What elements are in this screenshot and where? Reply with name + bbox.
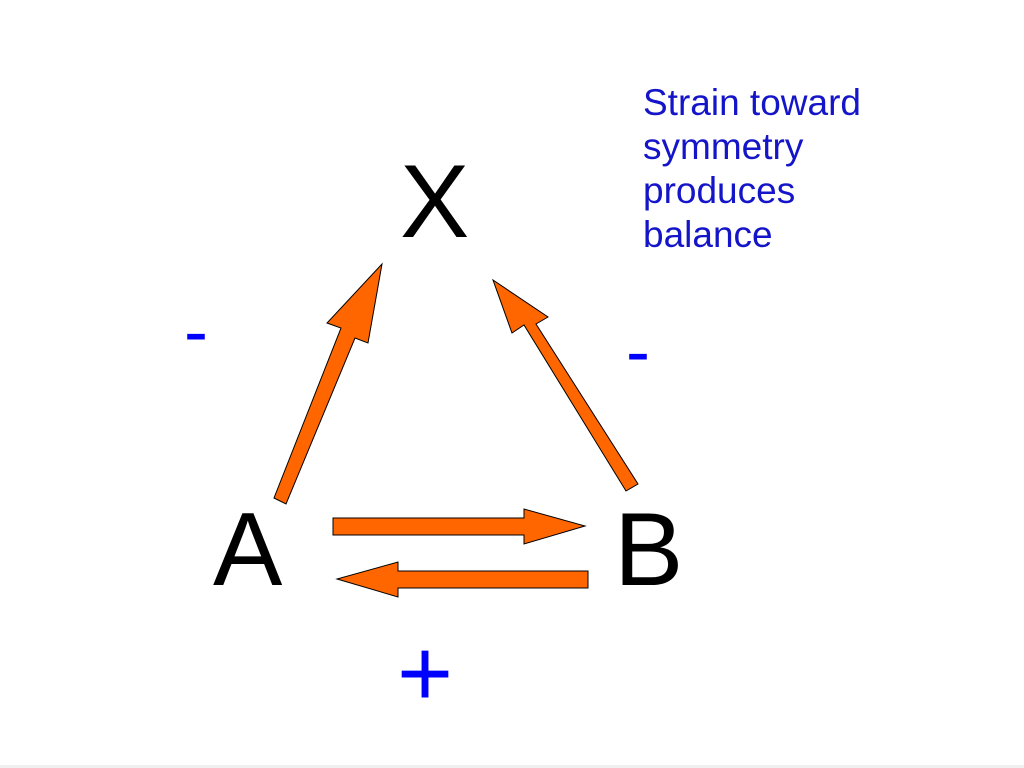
caption-text: Strain toward symmetry produces balance bbox=[643, 81, 943, 257]
sign-a-x: - bbox=[184, 292, 208, 372]
node-b-label: B bbox=[614, 492, 684, 608]
arrow-a-to-b bbox=[332, 508, 587, 545]
sign-a-b: + bbox=[397, 620, 454, 727]
arrow-b-to-a bbox=[335, 561, 589, 598]
slide-bottom-edge bbox=[0, 765, 1024, 768]
caption-line-2: symmetry bbox=[643, 126, 804, 167]
node-x-label: X bbox=[400, 144, 470, 260]
caption-line-1: Strain toward bbox=[643, 82, 861, 123]
arrow-a-to-x bbox=[273, 262, 383, 505]
caption-line-4: balance bbox=[643, 214, 773, 255]
arrow-b-to-x bbox=[492, 278, 639, 492]
caption-line-3: produces bbox=[643, 170, 796, 211]
node-a-label: A bbox=[213, 492, 283, 608]
sign-b-x: - bbox=[626, 312, 650, 392]
